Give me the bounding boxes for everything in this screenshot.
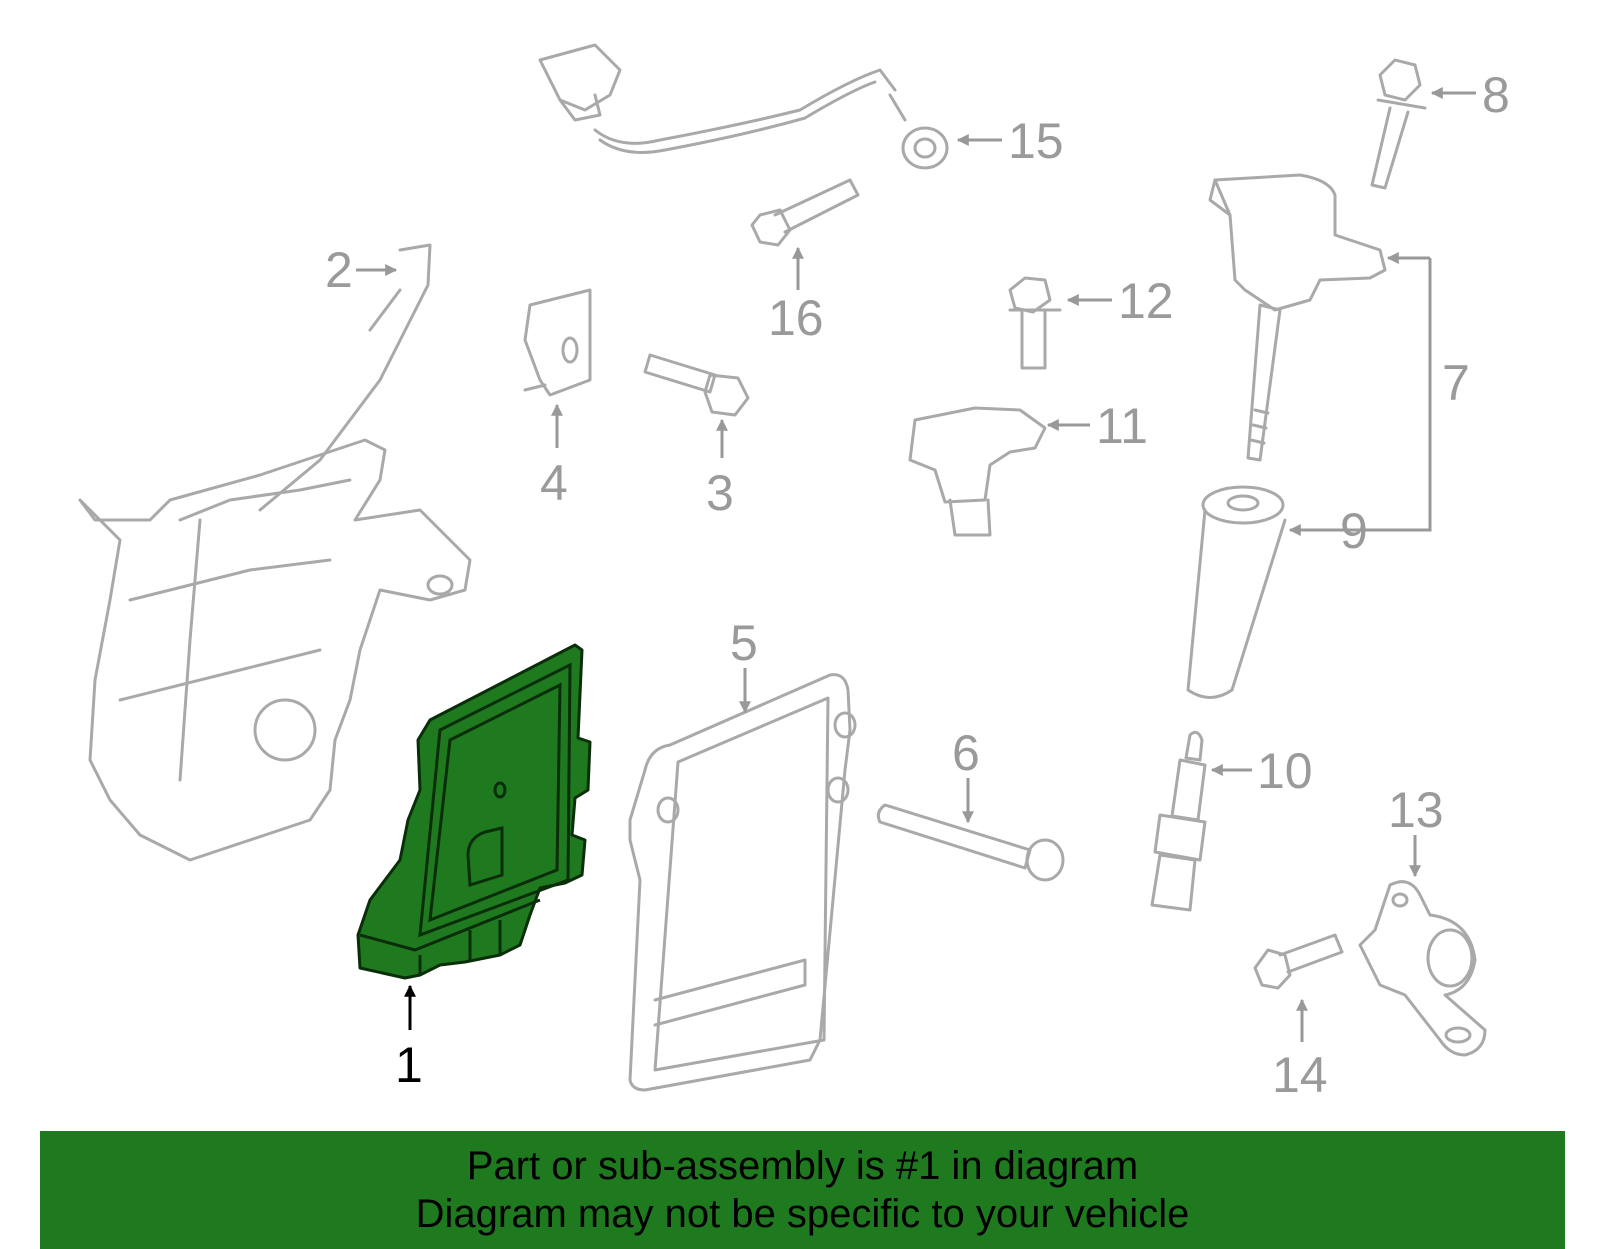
callout-9: 9 bbox=[1340, 503, 1368, 559]
part-1-engine-control-module bbox=[356, 643, 592, 980]
callout-2: 2 bbox=[325, 242, 353, 298]
part-10-spark-plug bbox=[1150, 730, 1207, 912]
part-5-cover bbox=[628, 673, 857, 1092]
callout-7: 7 bbox=[1442, 355, 1470, 411]
banner-line-1: Part or sub-assembly is #1 in diagram bbox=[466, 1144, 1139, 1188]
callout-13: 13 bbox=[1388, 782, 1444, 838]
part-11-cam-sensor bbox=[908, 406, 1047, 537]
bracket-7 bbox=[1338, 258, 1432, 532]
callout-1: 1 bbox=[395, 1037, 423, 1093]
callout-8: 8 bbox=[1482, 67, 1510, 123]
part-14-bolt bbox=[1253, 933, 1344, 990]
callout-11: 11 bbox=[1096, 398, 1148, 454]
part-6-long-bolt bbox=[876, 803, 1065, 882]
part-8-bolt bbox=[1370, 58, 1427, 190]
part-4-clip bbox=[523, 288, 592, 397]
callout-4: 4 bbox=[540, 455, 568, 511]
banner-line-2: Diagram may not be specific to your vehi… bbox=[415, 1192, 1190, 1236]
callout-14: 14 bbox=[1272, 1047, 1328, 1103]
info-banner: Part or sub-assembly is #1 in diagram Di… bbox=[40, 1131, 1565, 1249]
part-2-bracket bbox=[78, 243, 472, 862]
callout-3: 3 bbox=[706, 465, 734, 521]
callout-6: 6 bbox=[952, 725, 980, 781]
callout-12: 12 bbox=[1118, 273, 1174, 329]
part-12-bolt bbox=[1008, 276, 1062, 370]
part-15-knock-sensor bbox=[538, 43, 949, 170]
part-3-bolt bbox=[643, 353, 750, 417]
part-16-bolt bbox=[750, 178, 860, 247]
part-7-ignition-coil bbox=[1208, 173, 1387, 462]
callout-5: 5 bbox=[730, 615, 758, 671]
callout-15: 15 bbox=[1008, 113, 1064, 169]
callout-16: 16 bbox=[768, 290, 824, 346]
part-9-coil-boot bbox=[1186, 485, 1287, 699]
callout-10: 10 bbox=[1257, 743, 1313, 799]
part-13-crank-sensor bbox=[1358, 880, 1487, 1057]
